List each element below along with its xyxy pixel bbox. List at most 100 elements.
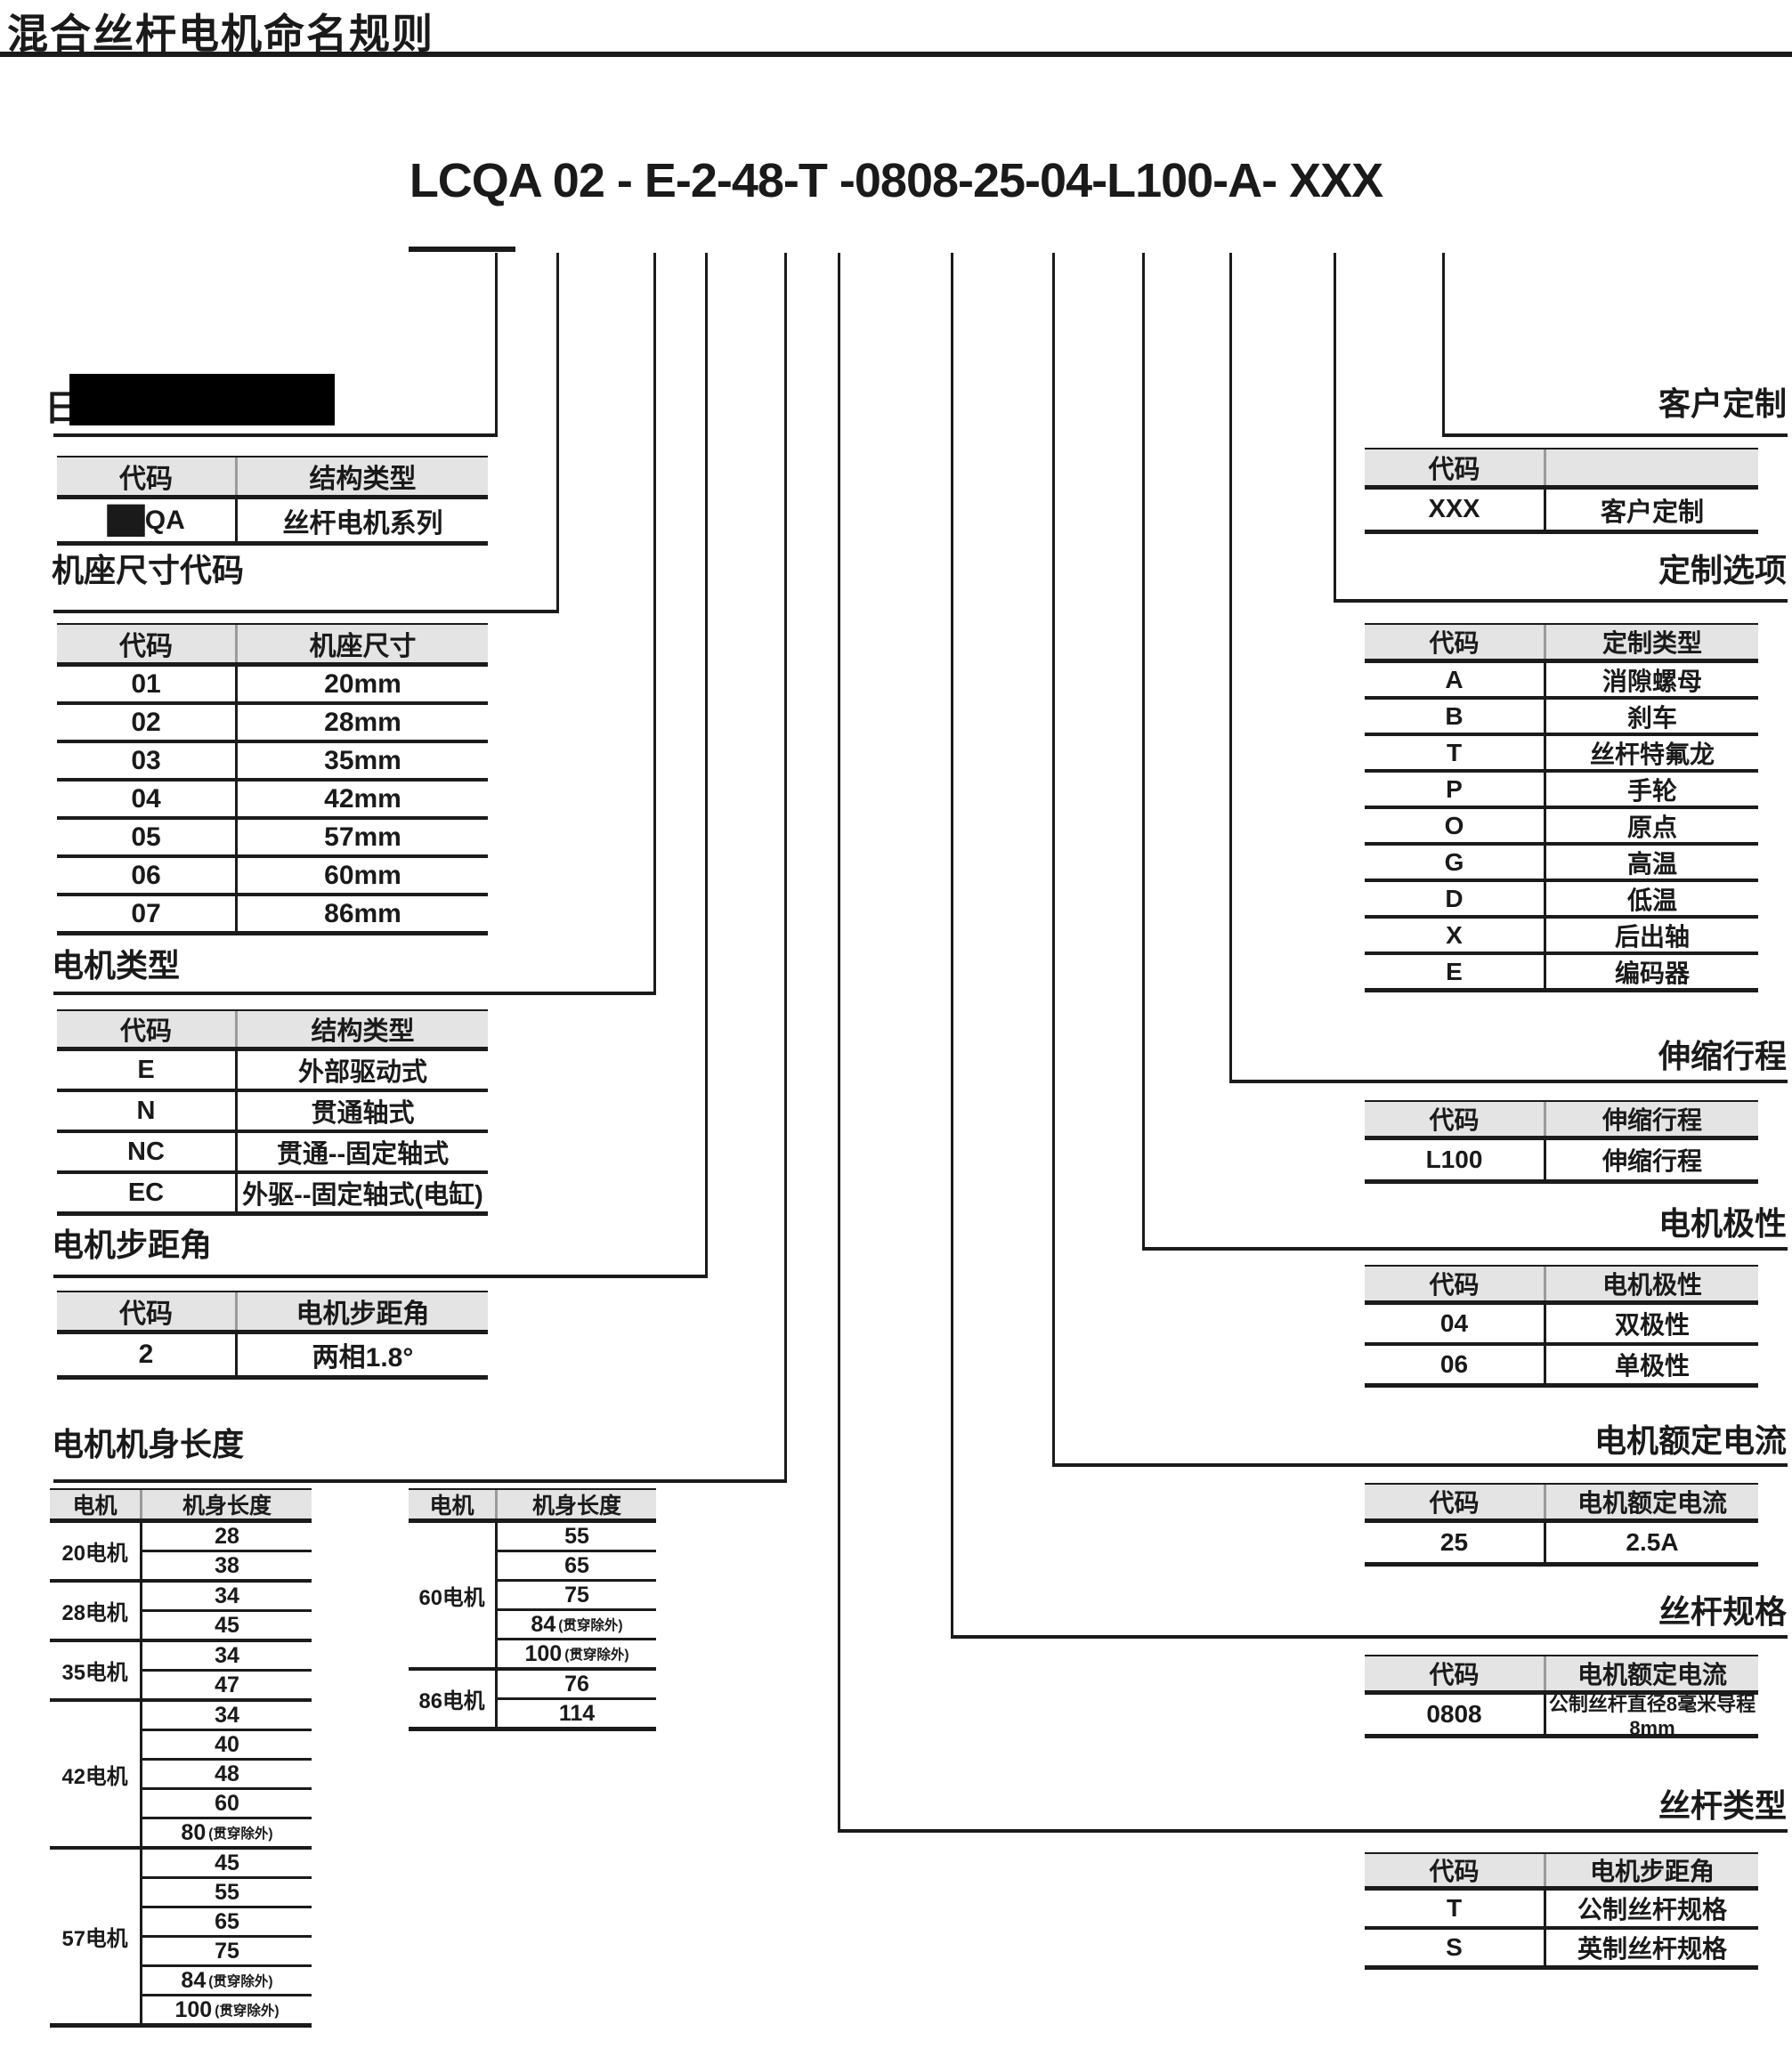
table-header-row: 代码 机座尺寸 — [57, 623, 488, 667]
length-cell: 55 — [498, 1523, 656, 1552]
table-cell: 丝杆特氟龙 — [1589, 740, 1715, 768]
table-header-row: 代码 电机额定电流 — [1365, 1655, 1758, 1695]
table-cell: 02 — [57, 705, 238, 740]
table-cell: ██QA — [57, 499, 238, 541]
table-cell: 电机 — [409, 1490, 498, 1518]
table-cell: 两相1.8° — [312, 1343, 414, 1373]
section-rule-custom — [1442, 433, 1788, 437]
table-header-row: 代码结构类型 — [57, 456, 488, 499]
length-cell: 38 — [215, 1552, 239, 1578]
rated-current-label: 电机额定电流 — [1593, 1422, 1787, 1459]
connector-vertical-0808 — [951, 253, 953, 1639]
table-cell: T — [1365, 1891, 1546, 1926]
table-row: 02 28mm — [57, 705, 488, 743]
motor-type-heading: 电机类型 — [52, 947, 181, 984]
table-cell: 代码 — [1365, 1656, 1546, 1690]
motor-group-cell: 28电机 — [50, 1583, 142, 1639]
length-cell: 84(贯穿除外) — [142, 1967, 312, 1996]
motor-group-cell: 57电机 — [50, 1850, 142, 2023]
body-length-heading: 电机机身长度 — [52, 1426, 245, 1462]
connector-vertical-lcqa — [495, 253, 498, 437]
motor-group-cell: 35电机 — [50, 1642, 142, 1698]
segment-underline-lcqa — [409, 247, 515, 252]
table-row: T 公制丝杆规格 — [1365, 1891, 1758, 1930]
section-rule-frame-size — [53, 610, 559, 613]
table-cell: E — [57, 1051, 238, 1089]
table-cell: X — [1365, 919, 1546, 952]
table-cell: 60mm — [324, 860, 401, 890]
frame-size-heading: 机座尺寸代码 — [52, 552, 245, 588]
table-cell: 伸缩行程 — [1601, 1147, 1702, 1175]
table-cell: 结构类型 — [309, 465, 417, 494]
table-header-row: 代码电机步距角 — [57, 1291, 488, 1334]
length-cell: 34 — [142, 1642, 312, 1672]
table-cell: 外部驱动式 — [297, 1058, 427, 1087]
table-cell: 原点 — [1626, 813, 1677, 841]
table-cell: 42mm — [324, 783, 401, 814]
section-rule-screw-spec — [951, 1635, 1788, 1639]
step-angle-heading: 电机步距角 — [52, 1227, 213, 1263]
table-cell: 28mm — [324, 707, 401, 737]
page-title: 混合丝杆电机命名规则 — [7, 11, 434, 57]
section-rule-step-angle — [53, 1275, 708, 1278]
section-rule-stroke — [1229, 1080, 1788, 1083]
table-cell: 07 — [57, 896, 238, 931]
section-rule-motor-type — [53, 992, 656, 995]
table-cell: O — [1365, 809, 1546, 842]
table-row: X 后出轴 — [1365, 919, 1758, 955]
table-cell: 伸缩行程 — [1601, 1106, 1702, 1134]
table-cell: 贯通--固定轴式 — [276, 1140, 450, 1169]
table-cell: 公制丝杆规格 — [1577, 1896, 1727, 1923]
table-cell: 25 — [1365, 1523, 1546, 1562]
length-note: (贯穿除外) — [564, 1648, 629, 1663]
table-cell: 高温 — [1626, 849, 1677, 878]
motor-group-cell: 42电机 — [50, 1702, 142, 1846]
table-cell: 电机 — [50, 1490, 142, 1518]
length-note: (贯穿除外) — [208, 1974, 273, 1989]
table-row: O 原点 — [1365, 809, 1758, 846]
table-cell: 2.5A — [1626, 1528, 1679, 1556]
polarity-label: 电机极性 — [1658, 1205, 1787, 1242]
section-rule-custom-options — [1334, 599, 1788, 603]
table-cell: NC — [57, 1133, 238, 1170]
length-cell: 65 — [498, 1552, 656, 1582]
table-cell: 双极性 — [1614, 1311, 1690, 1339]
table-cell: 丝杆电机系列 — [282, 508, 443, 539]
connector-vertical-e — [653, 253, 656, 995]
table-cell: 机座尺寸 — [309, 632, 417, 661]
length-note: (贯穿除外) — [215, 2004, 280, 2019]
section-rule-rated-current — [1052, 1463, 1788, 1467]
table-cell: 定制类型 — [1601, 629, 1702, 657]
section-rule-polarity — [1142, 1247, 1788, 1251]
table-cell: 代码 — [1365, 625, 1546, 659]
length-cell: 75 — [142, 1938, 312, 1967]
table-cell: 公制丝杆直径8毫米导程8mm — [1548, 1693, 1756, 1739]
table-cell: 电机额定电流 — [1577, 1661, 1727, 1688]
table-cell: EC — [57, 1174, 238, 1211]
length-note: (贯穿除外) — [558, 1618, 623, 1633]
table-cell: 后出轴 — [1614, 922, 1690, 951]
table-header-row: 电机机身长度 — [409, 1488, 656, 1523]
table-cell: 代码 — [57, 1292, 238, 1330]
connector-vertical-t — [838, 253, 840, 1833]
table-cell: 英制丝杆规格 — [1577, 1935, 1727, 1963]
table-cell: 86mm — [324, 898, 401, 928]
table-cell: 结构类型 — [311, 1017, 415, 1046]
table-cell: 代码 — [57, 625, 238, 662]
